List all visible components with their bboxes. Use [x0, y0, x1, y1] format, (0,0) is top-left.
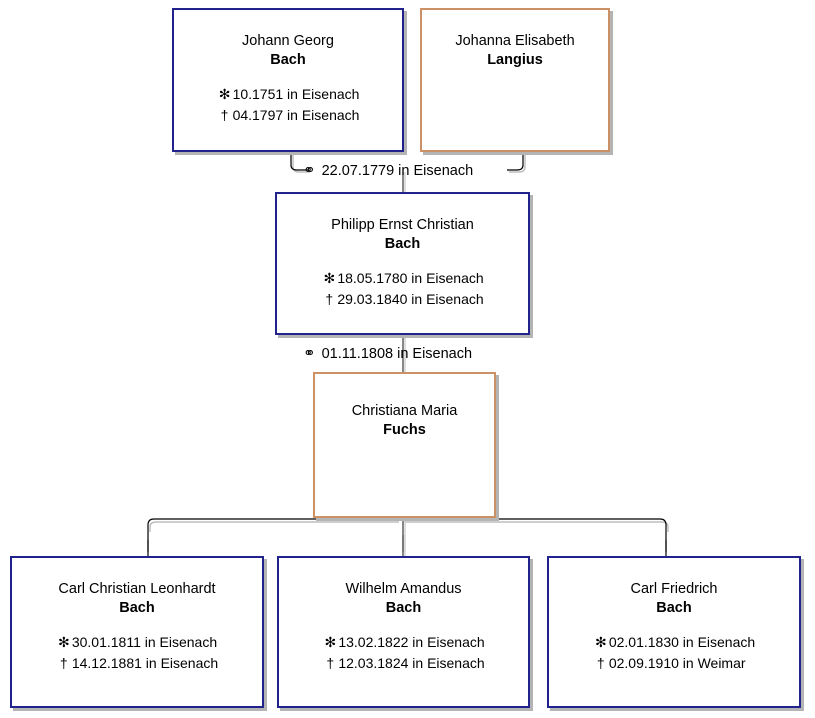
death-event: †14.12.1881 in Eisenach [56, 653, 218, 674]
birth-event: ✻10.1751 in Eisenach [217, 84, 360, 105]
life-events: ✻10.1751 in Eisenach †04.1797 in Eisenac… [217, 84, 360, 126]
surname: Bach [656, 600, 692, 616]
marriage-icon: ⚭ [303, 162, 316, 179]
birth-event: ✻13.02.1822 in Eisenach [322, 632, 484, 653]
death-event: †29.03.1840 in Eisenach [321, 289, 483, 310]
marriage-date-place: 01.11.1808 in Eisenach [321, 346, 473, 362]
marriage-record-second: ⚭ 01.11.1808 in Eisenach [303, 345, 472, 363]
birth-text: 13.02.1822 in Eisenach [338, 634, 485, 650]
name-block: Philipp Ernst Christian Bach [277, 216, 528, 254]
death-text: 02.09.1910 in Weimar [608, 655, 746, 671]
name-block: Christiana Maria Fuchs [315, 402, 494, 440]
given-name: Johanna Elisabeth [455, 33, 575, 49]
death-event: †02.09.1910 in Weimar [593, 653, 755, 674]
birth-icon: ✻ [323, 270, 336, 286]
name-block: Wilhelm Amandus Bach [279, 580, 528, 618]
death-text: 29.03.1840 in Eisenach [337, 291, 484, 307]
birth-text: 10.1751 in Eisenach [232, 86, 360, 102]
person-card-carl-friedrich-bach[interactable]: Carl Friedrich Bach ✻02.01.1830 in Eisen… [547, 556, 801, 708]
surname: Langius [487, 52, 543, 68]
life-events: ✻18.05.1780 in Eisenach †29.03.1840 in E… [321, 268, 483, 310]
surname: Bach [270, 52, 306, 68]
person-card-philipp-ernst-christian-bach[interactable]: Philipp Ernst Christian Bach ✻18.05.1780… [275, 192, 530, 335]
death-text: 04.1797 in Eisenach [232, 107, 360, 123]
person-card-johann-georg-bach[interactable]: Johann Georg Bach ✻10.1751 in Eisenach †… [172, 8, 404, 152]
name-block: Johann Georg Bach [174, 32, 402, 70]
name-block: Carl Christian Leonhardt Bach [12, 580, 262, 618]
person-card-carl-christian-leonhardt-bach[interactable]: Carl Christian Leonhardt Bach ✻30.01.181… [10, 556, 264, 708]
death-icon: † [325, 291, 334, 307]
birth-icon: ✻ [594, 634, 607, 650]
surname: Bach [119, 600, 155, 616]
birth-icon: ✻ [57, 634, 70, 650]
birth-icon: ✻ [324, 634, 337, 650]
marriage-icon: ⚭ [303, 345, 316, 362]
marriage-record-first: ⚭ 22.07.1779 in Eisenach [303, 162, 473, 180]
name-block: Johanna Elisabeth Langius [422, 32, 608, 70]
death-event: †12.03.1824 in Eisenach [322, 653, 484, 674]
given-name: Johann Georg [242, 33, 334, 49]
surname: Bach [384, 236, 421, 252]
birth-text: 18.05.1780 in Eisenach [337, 270, 484, 286]
birth-event: ✻18.05.1780 in Eisenach [321, 268, 483, 289]
given-name: Philipp Ernst Christian [331, 217, 474, 233]
surname: Bach [385, 600, 422, 616]
name-block: Carl Friedrich Bach [549, 580, 799, 618]
birth-text: 30.01.1811 in Eisenach [71, 634, 218, 650]
death-icon: † [59, 655, 68, 671]
given-name: Carl Christian Leonhardt [58, 581, 216, 597]
birth-text: 02.01.1830 in Eisenach [608, 634, 756, 650]
death-text: 14.12.1881 in Eisenach [71, 655, 219, 671]
death-icon: † [326, 655, 335, 671]
given-name: Wilhelm Amandus [345, 581, 462, 597]
given-name: Christiana Maria [351, 403, 458, 419]
given-name: Carl Friedrich [630, 581, 718, 597]
marriage-date-place: 22.07.1779 in Eisenach [321, 163, 474, 179]
surname: Fuchs [383, 422, 426, 438]
death-icon: † [596, 655, 605, 671]
birth-event: ✻02.01.1830 in Eisenach [593, 632, 755, 653]
birth-icon: ✻ [218, 86, 231, 102]
birth-event: ✻30.01.1811 in Eisenach [56, 632, 218, 653]
person-card-christiana-maria-fuchs[interactable]: Christiana Maria Fuchs [313, 372, 496, 518]
life-events: ✻02.01.1830 in Eisenach †02.09.1910 in W… [593, 632, 755, 674]
person-card-johanna-elisabeth-langius[interactable]: Johanna Elisabeth Langius [420, 8, 610, 152]
death-icon: † [220, 107, 229, 123]
life-events: ✻13.02.1822 in Eisenach †12.03.1824 in E… [322, 632, 484, 674]
death-event: †04.1797 in Eisenach [217, 105, 360, 126]
person-card-wilhelm-amandus-bach[interactable]: Wilhelm Amandus Bach ✻13.02.1822 in Eise… [277, 556, 530, 708]
life-events: ✻30.01.1811 in Eisenach †14.12.1881 in E… [56, 632, 218, 674]
death-text: 12.03.1824 in Eisenach [338, 655, 485, 671]
